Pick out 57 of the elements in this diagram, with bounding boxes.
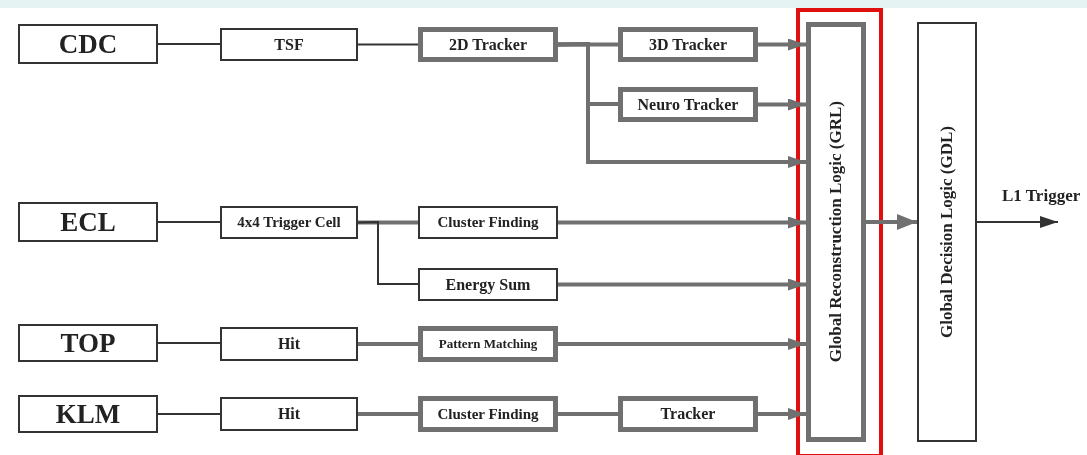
process-box xyxy=(618,396,758,432)
detector-box xyxy=(18,324,158,362)
process-box xyxy=(418,396,558,432)
node-label: Hit xyxy=(277,335,301,353)
process-box xyxy=(220,206,358,239)
edge-label: L1 Trigger xyxy=(1000,186,1083,206)
connector-line xyxy=(357,43,419,46)
node-label: 2D Tracker xyxy=(448,35,528,54)
process-box xyxy=(220,28,358,61)
arrow xyxy=(866,214,917,230)
process-box xyxy=(618,27,758,62)
connector-line xyxy=(157,221,221,223)
arrow xyxy=(758,98,806,111)
logic-block xyxy=(806,22,866,442)
connector-line xyxy=(558,42,618,47)
connector-line xyxy=(358,412,418,416)
node-label: 4x4 Trigger Cell xyxy=(237,214,341,231)
logic-block xyxy=(917,22,977,442)
node-label: Cluster Finding xyxy=(437,214,539,231)
process-box xyxy=(618,87,758,122)
connector-line xyxy=(157,43,221,45)
node-label: TSF xyxy=(274,35,304,54)
arrow xyxy=(758,408,806,420)
process-box xyxy=(418,326,558,362)
process-box xyxy=(418,206,558,239)
arrow xyxy=(558,278,806,291)
process-box xyxy=(220,327,358,361)
arrow xyxy=(557,41,806,168)
arrow xyxy=(976,216,1059,228)
node-label: KLM xyxy=(55,398,121,430)
node-label: TOP xyxy=(60,327,116,359)
detector-box xyxy=(18,395,158,433)
node-label: CDC xyxy=(58,28,118,60)
arrow xyxy=(558,216,806,229)
node-label: Global Reconstruction Logic (GRL) xyxy=(826,101,846,363)
connector-line xyxy=(357,220,419,285)
detector-box xyxy=(18,202,158,242)
node-label: Tracker xyxy=(660,405,716,423)
connector-line xyxy=(157,413,221,415)
node-label: Energy Sum xyxy=(445,275,531,294)
process-box xyxy=(418,27,558,62)
node-label: 3D Tracker xyxy=(648,35,728,54)
process-box xyxy=(418,268,558,301)
node-label: ECL xyxy=(60,206,116,238)
node-label: Pattern Matching xyxy=(438,336,538,352)
node-label: Hit xyxy=(277,405,301,423)
arrow xyxy=(758,38,806,51)
process-box xyxy=(220,397,358,431)
connector-line xyxy=(358,342,418,346)
node-label: Global Decision Logic (GDL) xyxy=(937,126,957,338)
detector-box xyxy=(18,24,158,64)
connector-line xyxy=(558,412,618,416)
connector-line xyxy=(358,220,418,225)
connector-line xyxy=(157,342,221,344)
arrow xyxy=(558,338,806,350)
node-label: Cluster Finding xyxy=(437,405,539,423)
node-label: Neuro Tracker xyxy=(637,95,739,114)
